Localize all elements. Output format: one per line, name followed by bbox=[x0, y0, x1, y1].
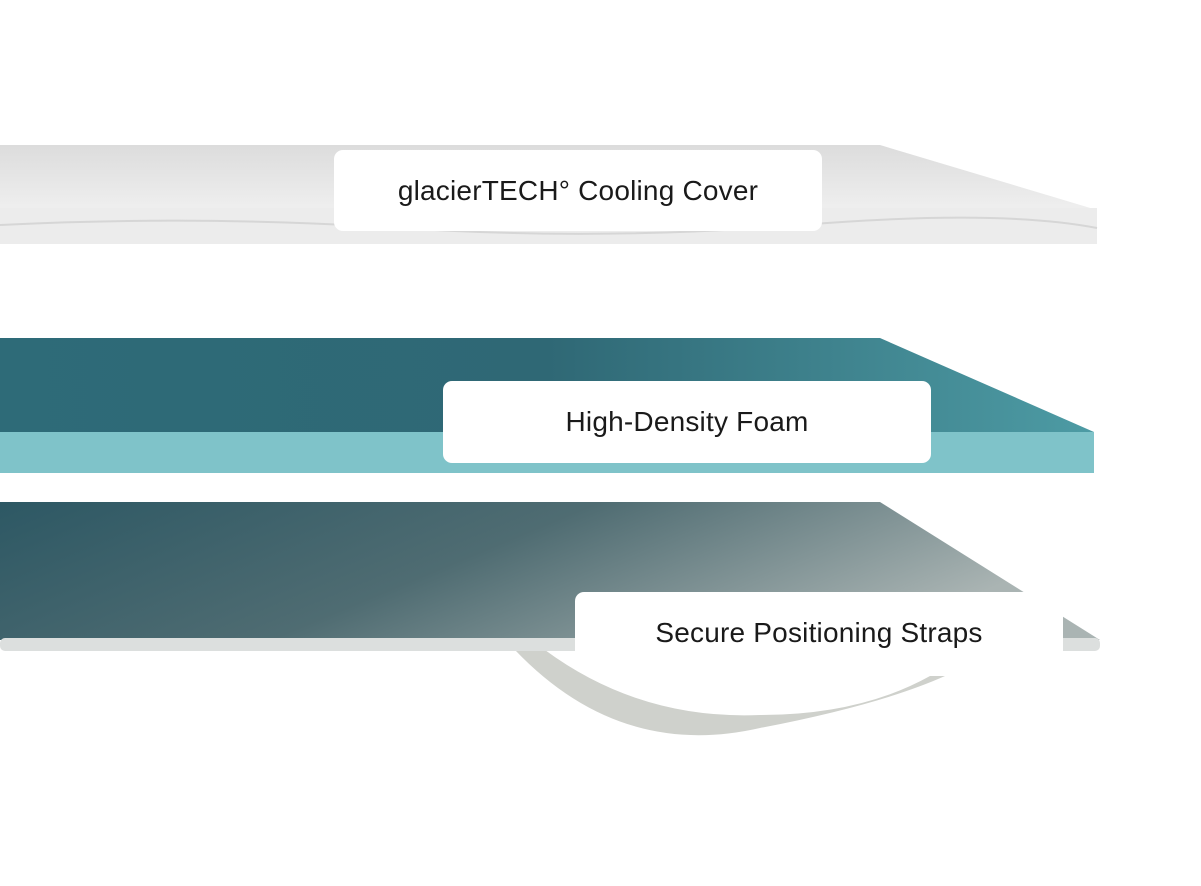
foam-label: High-Density Foam bbox=[443, 381, 931, 463]
cooling-cover-label: glacierTECH° Cooling Cover bbox=[334, 150, 822, 231]
straps-label: Secure Positioning Straps bbox=[575, 592, 1063, 673]
